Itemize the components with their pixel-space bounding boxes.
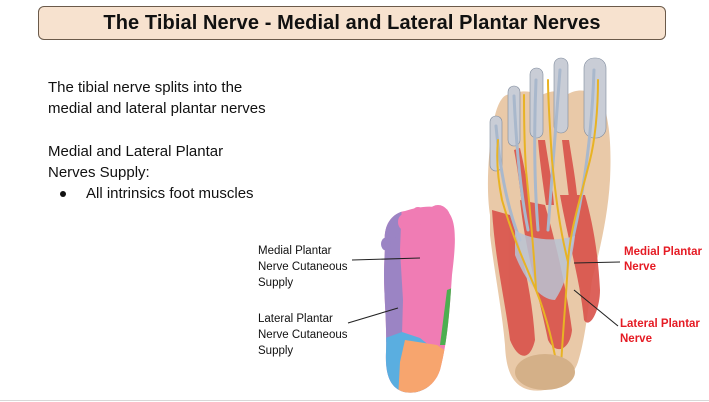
bullet-icon bbox=[60, 190, 66, 197]
big-toe bbox=[425, 205, 451, 237]
label-line: Medial Plantar bbox=[624, 246, 702, 258]
medial-nerve-leader bbox=[573, 261, 621, 264]
lateral-cutaneous-label: Lateral Plantar Nerve Cutaneous Supply bbox=[258, 311, 378, 359]
title-banner: The Tibial Nerve - Medial and Lateral Pl… bbox=[38, 6, 666, 40]
label-line: Supply bbox=[258, 277, 294, 289]
label-line: Medial Plantar bbox=[258, 245, 332, 257]
supply-heading-line: Medial and Lateral Plantar bbox=[48, 143, 224, 160]
label-line: Nerve Cutaneous bbox=[258, 329, 348, 341]
medial-cutaneous-label: Medial Plantar Nerve Cutaneous Supply bbox=[258, 243, 378, 291]
medial-cutaneous-leader bbox=[351, 257, 421, 261]
intro-line: medial and lateral plantar nerves bbox=[48, 100, 266, 117]
toe-4 bbox=[387, 224, 399, 238]
lateral-nerve-leader bbox=[573, 289, 619, 327]
plantar-aponeurosis bbox=[515, 230, 575, 300]
label-line: Nerve Cutaneous bbox=[258, 261, 348, 273]
tendons bbox=[494, 68, 596, 252]
supply-list: All intrinsics foot muscles bbox=[60, 183, 254, 204]
toe-5 bbox=[381, 237, 391, 251]
label-line: Nerve bbox=[624, 261, 656, 273]
heel-pad bbox=[515, 354, 575, 390]
supply-heading-line: Nerves Supply: bbox=[48, 164, 150, 181]
lateral-plantar-nerve-label: Lateral Plantar Nerve bbox=[620, 317, 709, 347]
intro-line: The tibial nerve splits into the bbox=[48, 79, 243, 96]
medial-plantar-nerve-path bbox=[559, 79, 599, 386]
muscle-medial bbox=[560, 195, 600, 323]
intro-text: The tibial nerve splits into the medial … bbox=[48, 77, 308, 119]
list-item-text: All intrinsics foot muscles bbox=[86, 185, 254, 202]
page-title: The Tibial Nerve - Medial and Lateral Pl… bbox=[103, 11, 601, 34]
label-line: Lateral Plantar bbox=[620, 318, 700, 330]
supply-heading: Medial and Lateral Plantar Nerves Supply… bbox=[48, 141, 288, 183]
toe-2 bbox=[411, 207, 425, 225]
toe-3 bbox=[398, 214, 410, 230]
muscle-lateral bbox=[492, 210, 535, 356]
list-item: All intrinsics foot muscles bbox=[60, 183, 254, 204]
medial-plantar-nerve-label: Medial Plantar Nerve bbox=[624, 245, 709, 275]
label-line: Nerve bbox=[620, 333, 652, 345]
nerves bbox=[496, 79, 599, 386]
bottom-divider bbox=[0, 400, 709, 401]
lateral-cutaneous-leader bbox=[347, 307, 399, 324]
label-line: Lateral Plantar bbox=[258, 313, 333, 325]
label-line: Supply bbox=[258, 345, 294, 357]
lateral-plantar-nerve-path bbox=[496, 139, 561, 386]
lumbrical-3 bbox=[562, 140, 578, 205]
